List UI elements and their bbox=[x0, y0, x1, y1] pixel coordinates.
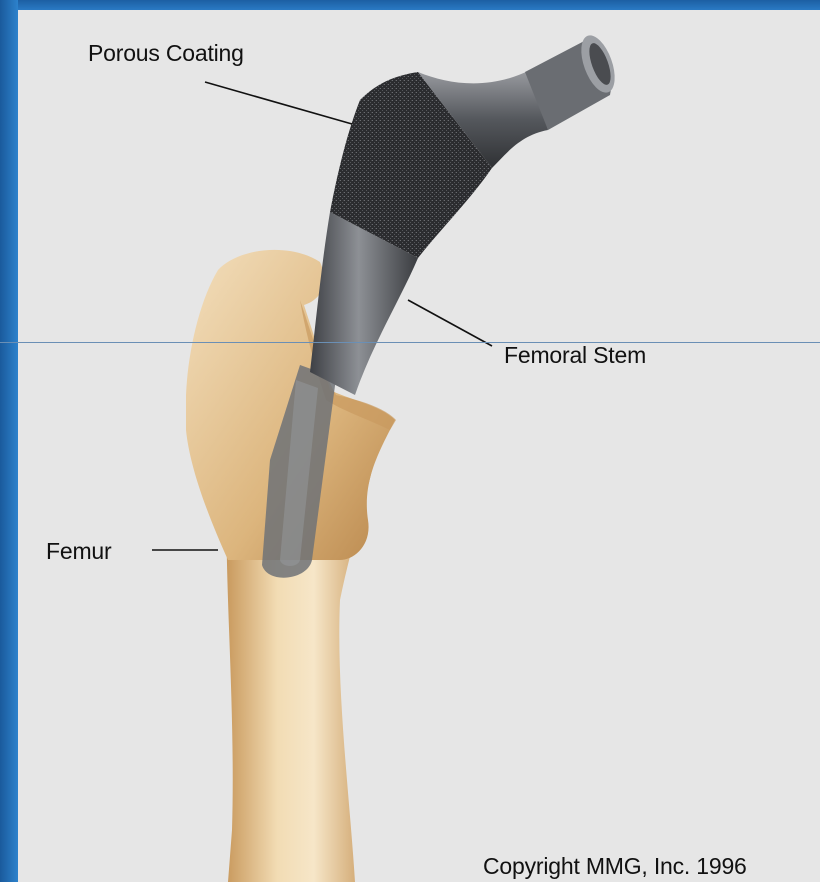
label-femur: Femur bbox=[46, 538, 111, 565]
slide-guide-line bbox=[0, 342, 820, 343]
label-porous-coating: Porous Coating bbox=[88, 40, 244, 67]
label-femoral-stem: Femoral Stem bbox=[504, 342, 646, 369]
porous-coating-leader bbox=[205, 82, 352, 124]
femoral-stem-leader bbox=[408, 300, 492, 346]
copyright-text: Copyright MMG, Inc. 1996 bbox=[483, 853, 747, 880]
